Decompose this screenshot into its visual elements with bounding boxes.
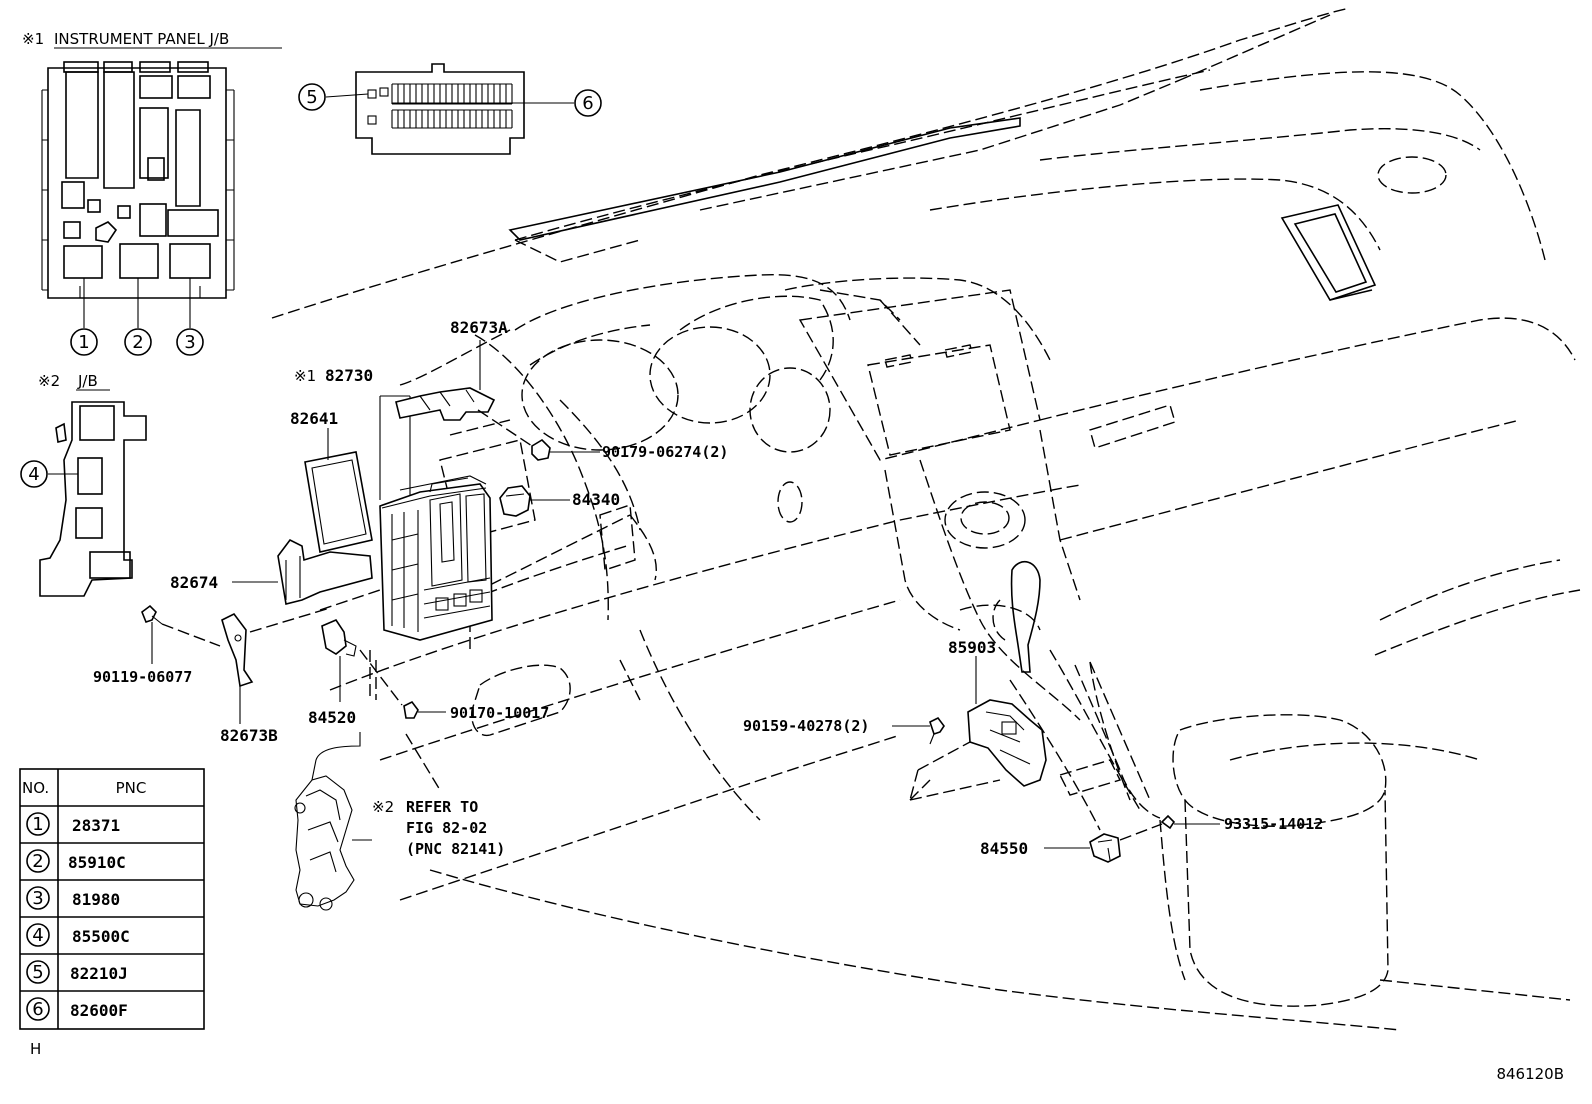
callout-1: 1 — [78, 332, 89, 353]
label-refer-line3: (PNC 82141) — [406, 840, 505, 858]
table-row: 6 82600F — [26, 997, 128, 1021]
label-82730: 82730 — [325, 366, 373, 385]
callout-5: 5 — [306, 87, 317, 108]
part-84340-switch — [499, 485, 570, 517]
table-row: 4 85500C — [26, 923, 130, 947]
svg-text:85500C: 85500C — [72, 927, 130, 946]
inset-jb2-marker: ※2 — [38, 372, 60, 390]
inset-jb-title: INSTRUMENT PANEL J/B — [54, 30, 229, 48]
label-82730-marker: ※1 — [294, 367, 316, 385]
footer-left-code: H — [30, 1040, 41, 1058]
svg-text:5: 5 — [32, 962, 43, 983]
label-refer-marker: ※2 — [372, 798, 394, 816]
label-82674: 82674 — [170, 573, 218, 592]
part-84520-switch — [321, 619, 403, 706]
pnc-table: NO. PNC 1 28371 2 85910C 3 81980 4 85500… — [19, 768, 205, 1030]
svg-text:82600F: 82600F — [70, 1001, 128, 1020]
part-82641-cover — [304, 428, 373, 553]
part-93315-screw — [1119, 814, 1220, 841]
svg-text:81980: 81980 — [72, 890, 120, 909]
callout-4: 4 — [28, 464, 39, 485]
part-90159-bolt — [892, 716, 945, 745]
inset-jb-marker: ※1 — [22, 30, 44, 48]
dashboard-outline — [271, 7, 1581, 1031]
part-wiring-harness — [294, 732, 441, 911]
svg-text:85910C: 85910C — [68, 853, 126, 872]
part-82730-junction-block — [379, 395, 493, 641]
part-labels: 82673A ※1 82730 82641 90179-06274(2) 843… — [93, 318, 1323, 858]
connector-pins-bottom — [391, 109, 513, 129]
label-84340: 84340 — [572, 490, 620, 509]
label-93315-14012: 93315-14012 — [1224, 815, 1323, 833]
inset-jb2-title: J/B — [77, 372, 98, 390]
label-82673A: 82673A — [450, 318, 508, 337]
part-82673B-bracket — [221, 607, 331, 724]
table-row: 2 85910C — [26, 849, 126, 873]
label-84550: 84550 — [980, 839, 1028, 858]
table-row: 3 81980 — [26, 886, 120, 910]
part-90179-clip — [477, 409, 600, 461]
label-refer-line1: REFER TO — [406, 798, 478, 816]
label-82641: 82641 — [290, 409, 338, 428]
part-90119-bolt — [141, 604, 221, 664]
callout-2: 2 — [132, 332, 143, 353]
svg-text:28371: 28371 — [72, 816, 120, 835]
table-header-pnc: PNC — [116, 779, 147, 797]
part-82674-bracket — [232, 538, 373, 605]
part-84550-switch — [1044, 833, 1121, 863]
table-row: 5 82210J — [26, 960, 128, 984]
callout-3: 3 — [184, 332, 195, 353]
label-84520: 84520 — [308, 708, 356, 727]
label-90119-06077: 90119-06077 — [93, 668, 192, 686]
inset-jb: ※2 J/B 4 — [20, 372, 147, 597]
part-85903-unit — [909, 656, 1047, 801]
label-90159-40278: 90159-40278(2) — [743, 717, 869, 735]
label-90170-10017: 90170-10017 — [450, 704, 549, 722]
figure-number: 846120B — [1496, 1065, 1564, 1083]
label-refer-line2: FIG 82-02 — [406, 819, 487, 837]
table-row: 1 28371 — [26, 812, 120, 836]
svg-text:3: 3 — [32, 888, 43, 909]
svg-text:4: 4 — [32, 925, 43, 946]
connector-pins-top — [391, 83, 513, 105]
part-82673A-bracket — [395, 340, 496, 421]
callout-6: 6 — [582, 93, 593, 114]
svg-text:2: 2 — [32, 851, 43, 872]
svg-text:1: 1 — [32, 814, 43, 835]
svg-text:6: 6 — [32, 999, 43, 1020]
label-82673B: 82673B — [220, 726, 278, 745]
inset-connector: 5 6 — [298, 63, 602, 155]
label-85903: 85903 — [948, 638, 996, 657]
label-90179-06274: 90179-06274(2) — [602, 443, 728, 461]
svg-text:82210J: 82210J — [70, 964, 128, 983]
part-90170-clip — [369, 650, 446, 719]
inset-instrument-panel-jb: ※1 INSTRUMENT PANEL J/B — [22, 30, 282, 356]
table-header-no: NO. — [22, 779, 49, 797]
